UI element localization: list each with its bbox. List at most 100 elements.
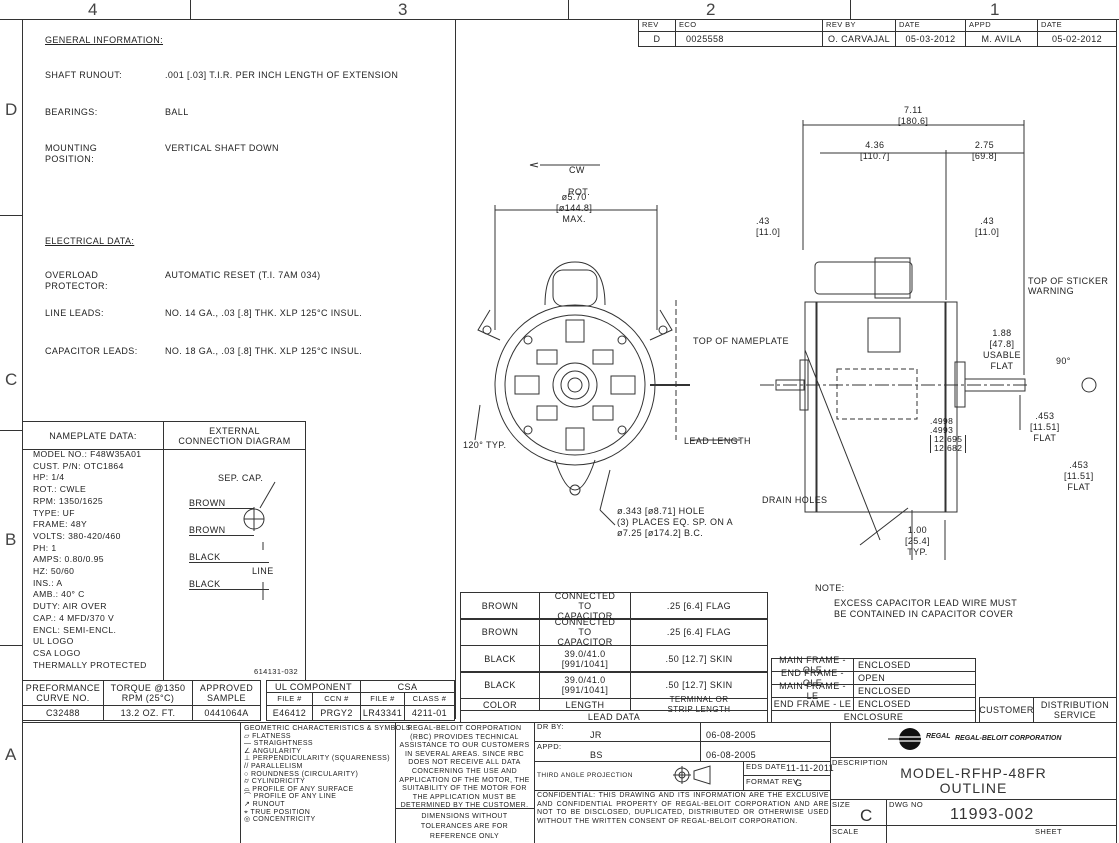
front-view bbox=[474, 162, 740, 526]
geometric-symbol-item: ⊥ PERPENDICULARITY (SQUARENESS) bbox=[244, 755, 390, 763]
zone-row: C bbox=[5, 370, 18, 389]
right-border bbox=[1116, 19, 1117, 843]
eds-date: 11-11-2011 bbox=[786, 763, 835, 773]
disclaimer: REGAL-BELOIT CORPORATION (RBC) PROVIDES … bbox=[399, 725, 530, 810]
dim-text: ø5.70 bbox=[561, 192, 587, 202]
third-angle-projection: THIRD ANGLE PROJECTION bbox=[537, 772, 633, 779]
dim-text: [11.51] bbox=[1030, 422, 1060, 432]
front-diameter-dim: ø5.70[ø144.8]MAX. bbox=[556, 192, 592, 225]
dim-text: 2.75 bbox=[974, 140, 995, 150]
divider bbox=[830, 722, 831, 843]
note-line: ø7.25 [ø174.2] B.C. bbox=[617, 528, 704, 538]
top-border bbox=[0, 19, 1119, 20]
nameplate-line: HP: 1/4 bbox=[33, 472, 65, 483]
lead-brown: BROWN bbox=[189, 498, 254, 509]
dim-text: FLAT bbox=[1033, 433, 1057, 443]
zone-row: B bbox=[5, 530, 17, 549]
rotation-direction: CW bbox=[569, 165, 585, 175]
description-line: OUTLINE bbox=[939, 780, 1008, 796]
eds-label: EDS DATE bbox=[746, 762, 787, 771]
nameplate-line: ROT.: CWLE bbox=[33, 484, 87, 495]
info-value: NO. 14 GA., .03 [.8] THK. XLP 125°C INSU… bbox=[165, 308, 363, 318]
geometric-title: GEOMETRIC CHARACTERISTICS & SYMBOLS bbox=[244, 725, 411, 732]
nameplate-line: PH: 1 bbox=[33, 542, 57, 553]
zone-row: A bbox=[5, 745, 17, 764]
geometric-symbol-item: ↗ RUNOUT bbox=[244, 800, 285, 808]
zone-divider bbox=[0, 645, 22, 646]
dim-text: .4998 bbox=[930, 416, 954, 426]
top-of-nameplate-label: TOP OF NAMEPLATE bbox=[693, 336, 789, 346]
appd-label: APPD: bbox=[537, 742, 562, 751]
geometric-symbols: GEOMETRIC CHARACTERISTICS & SYMBOLS ▱ FL… bbox=[244, 725, 411, 824]
rotation-label: ROT. bbox=[568, 187, 591, 197]
dim-text: [47.8] bbox=[989, 339, 1015, 349]
divider bbox=[886, 799, 887, 843]
divider bbox=[395, 808, 535, 809]
dim-shaft: 2.75[69.8] bbox=[972, 140, 997, 162]
panel-divider bbox=[455, 19, 456, 719]
dim-text: 1.00 bbox=[907, 525, 928, 535]
info-value: AUTOMATIC RESET (T.I. 7AM 034) bbox=[165, 270, 321, 280]
info-label: MOUNTING POSITION: bbox=[45, 143, 98, 164]
lead-length-label: LEAD LENGTH bbox=[684, 436, 751, 446]
angle-90: 90° bbox=[1056, 356, 1071, 366]
geometric-symbol-item: — STRAIGHTNESS bbox=[244, 740, 313, 748]
dim-text: .43 bbox=[980, 216, 994, 226]
nameplate-line: VOLTS: 380-420/460 bbox=[33, 530, 121, 541]
info-value: BALL bbox=[165, 107, 189, 117]
info-label: SHAFT RUNOUT: bbox=[45, 70, 123, 80]
lead-black: BLACK bbox=[189, 552, 269, 563]
zone-divider bbox=[0, 430, 22, 431]
sticker-warning-label: TOP OF STICKER WARNING bbox=[1028, 276, 1109, 296]
dr-by-value: JR bbox=[590, 730, 602, 740]
info-label: CAPACITOR LEADS: bbox=[45, 346, 138, 356]
nameplate-line: THERMALLY PROTECTED bbox=[33, 659, 147, 670]
dim-100: 1.00[25.4]TYP. bbox=[905, 525, 930, 558]
divider bbox=[163, 449, 164, 681]
divider bbox=[22, 722, 1117, 723]
zone-col: 1 bbox=[990, 0, 1000, 19]
date-value: 05-02-2012 bbox=[1037, 31, 1117, 47]
dim-text: FLAT bbox=[990, 361, 1014, 371]
dim-text: FLAT bbox=[1067, 482, 1091, 492]
geometric-symbol-item: ⌭ CYLINDRICITY bbox=[244, 778, 306, 786]
confidential-note: CONFIDENTIAL: THIS DRAWING AND ITS INFOR… bbox=[537, 792, 829, 825]
logo-globe-icon bbox=[888, 728, 928, 750]
dim-body: 4.36[110.7] bbox=[860, 140, 890, 162]
zone-col: 4 bbox=[88, 0, 98, 19]
dim-text: 4.36 bbox=[865, 140, 885, 150]
geometric-symbol-item: ▱ FLATNESS bbox=[244, 732, 291, 740]
appd-date: 06-08-2005 bbox=[706, 750, 757, 760]
zone-divider bbox=[0, 215, 22, 216]
lead-brown: BROWN bbox=[189, 525, 254, 536]
zone-col: 3 bbox=[398, 0, 408, 19]
divider bbox=[743, 775, 830, 776]
divider bbox=[534, 741, 830, 742]
format-label: FORMAT REV bbox=[746, 777, 799, 786]
line-label: LINE bbox=[252, 566, 274, 576]
geometric-symbol-item: ⌓ PROFILE OF ANY SURFACE bbox=[244, 785, 354, 793]
description-label: DESCRIPTION bbox=[832, 758, 888, 767]
dim-text: .43 bbox=[756, 216, 770, 226]
note-title: NOTE: bbox=[815, 583, 845, 593]
note-line: EXCESS CAPACITOR LEAD WIRE MUST bbox=[834, 598, 1018, 608]
dim-overall: 7.11[180.6] bbox=[898, 105, 928, 127]
nameplate-line: INS.: A bbox=[33, 577, 63, 588]
dim-text: 7.11 bbox=[903, 105, 923, 115]
zone-divider bbox=[850, 0, 851, 19]
angle-typ: 120° TYP. bbox=[463, 440, 507, 450]
dim-text: [11.0] bbox=[756, 227, 781, 237]
dim-text: 12.682 bbox=[934, 443, 963, 453]
nameplate-line: CSA LOGO bbox=[33, 647, 81, 658]
dim-43-left: .43[11.0] bbox=[756, 216, 780, 238]
geometric-list: ▱ FLATNESS— STRAIGHTNESS∠ ANGULARITY⊥ PE… bbox=[244, 733, 411, 824]
geometric-symbol-item: ∠ ANGULARITY bbox=[244, 747, 302, 755]
dim-text: TYP. bbox=[907, 547, 928, 557]
nameplate-line: AMB.: 40° C bbox=[33, 589, 85, 600]
